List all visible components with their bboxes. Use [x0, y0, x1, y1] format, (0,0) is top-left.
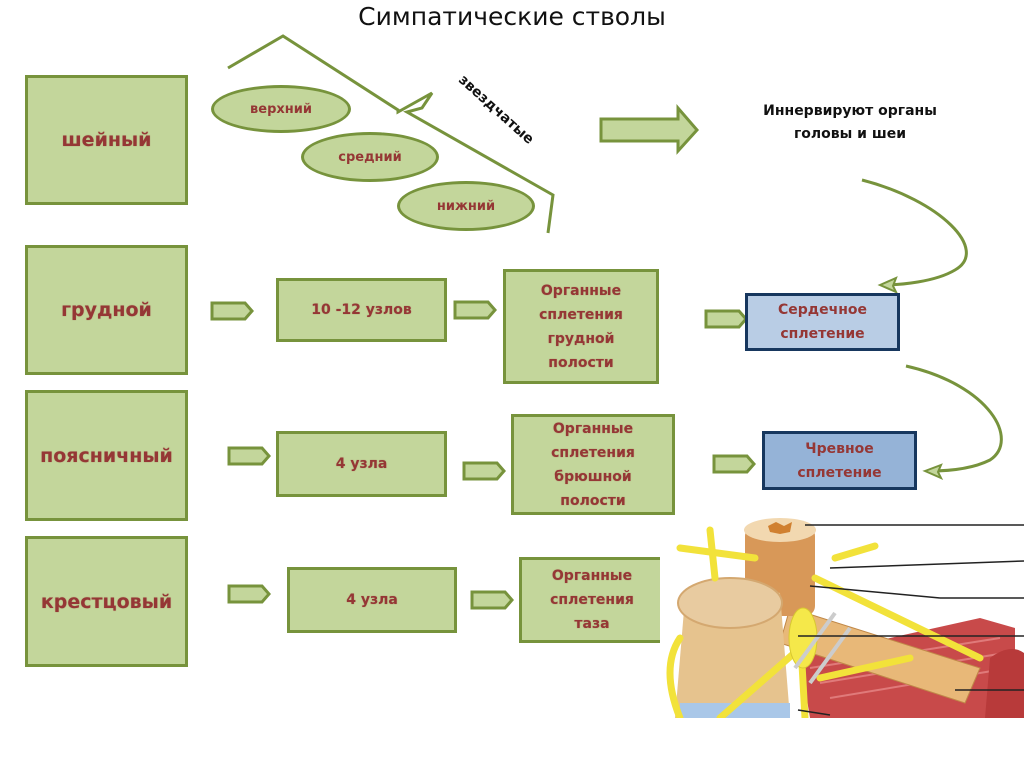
section-thoracic: грудной [25, 245, 188, 375]
plexus-label: Органные сплетения грудной полости [539, 282, 623, 371]
section-label: поясничный [40, 444, 173, 467]
lumbar-nodes: 4 узла [276, 431, 447, 497]
nodes-label: 10 -12 узлов [311, 302, 412, 318]
sacral-nodes: 4 узла [287, 567, 457, 633]
small-arrow-icon [227, 584, 271, 604]
muscle-end [985, 649, 1024, 718]
ganglion-label: средний [338, 149, 402, 165]
label-lines [797, 524, 1024, 716]
section-label: шейный [61, 129, 152, 151]
target-label: Сердечное сплетение [778, 302, 867, 342]
ganglion-upper: верхний [211, 85, 351, 133]
sacral-plexus: Органные сплетения таза [519, 557, 662, 643]
cardiac-plexus: Сердечное сплетение [745, 293, 900, 351]
thoracic-nodes: 10 -12 узлов [276, 278, 447, 342]
cervical-result-note: Иннервируют органы головы и шеи [763, 103, 937, 142]
ganglion-label: нижний [436, 198, 496, 214]
ganglion-lower: нижний [397, 181, 535, 231]
curved-arrow-to-cardiac [861, 178, 968, 287]
thoracic-plexus: Органные сплетения грудной полости [503, 269, 659, 384]
section-cervical: шейный [25, 75, 188, 205]
small-arrow-icon [704, 309, 748, 329]
small-arrow-icon [453, 300, 497, 320]
arrowhead-icon [922, 463, 944, 481]
small-arrow-icon [470, 590, 514, 610]
section-label: грудной [61, 299, 152, 321]
plexus-label: Органные сплетения брюшной полости [551, 420, 635, 509]
section-label: крестцовый [40, 590, 173, 613]
anatomy-illustration [660, 518, 1024, 718]
page-title: Симпатические стволы [358, 2, 666, 31]
small-arrow-icon [712, 454, 756, 474]
arrowhead-icon [877, 276, 899, 295]
lumbar-plexus: Органные сплетения брюшной полости [511, 414, 675, 515]
small-arrow-icon [462, 461, 506, 481]
celiac-plexus: Чревное сплетение [762, 431, 917, 490]
section-lumbar: поясничный [25, 390, 188, 521]
small-arrow-icon [227, 446, 271, 466]
bracket-zvezdchatye [227, 34, 555, 234]
curved-arrow-to-celiac [905, 364, 1003, 473]
ganglion-middle: средний [301, 132, 439, 182]
section-sacral: крестцовый [25, 536, 188, 667]
rib-shape [779, 607, 981, 704]
nodes-label: 4 узла [346, 592, 398, 608]
plexus-label: Органные сплетения таза [550, 568, 634, 632]
target-label: Чревное сплетение [797, 440, 882, 481]
nodes-label: 4 узла [335, 456, 388, 472]
block-arrow-right-icon [599, 103, 700, 155]
small-arrow-icon [210, 301, 254, 321]
ganglion-label: верхний [250, 101, 312, 117]
